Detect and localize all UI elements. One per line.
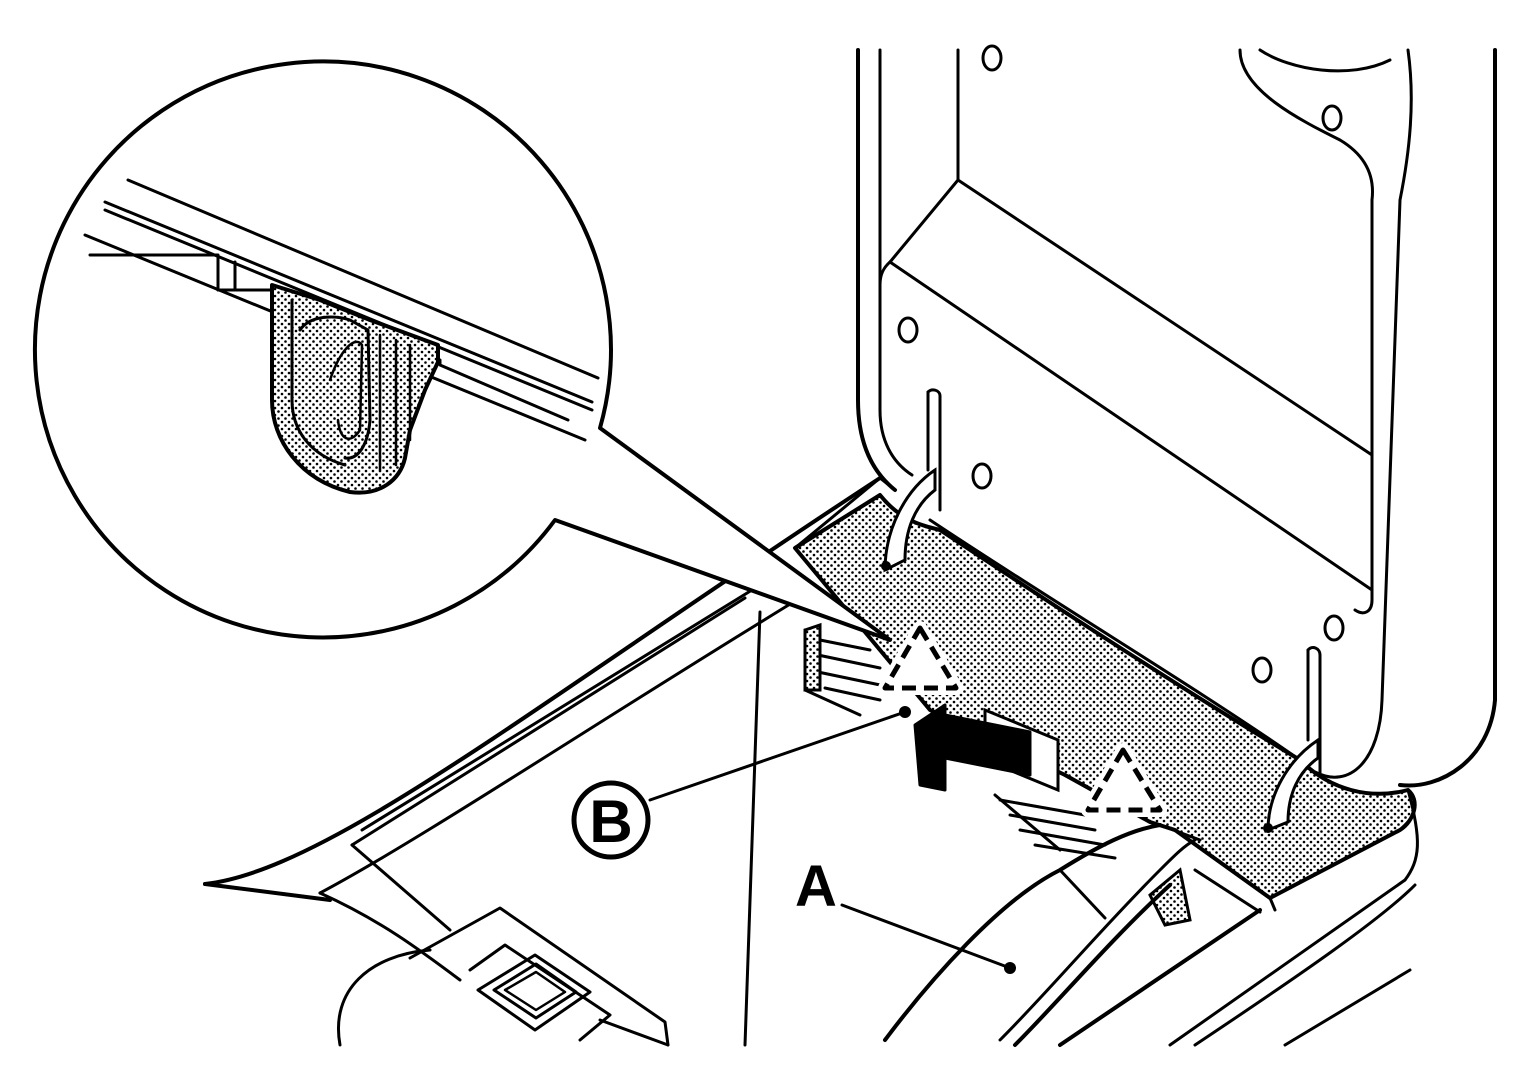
callout-a: A	[795, 854, 837, 919]
hinge-bracket-left	[881, 467, 937, 573]
callout-b-label: B	[589, 788, 632, 855]
clip-spring-left	[803, 622, 887, 717]
tray-button	[476, 953, 592, 1032]
clip-spring-right	[993, 793, 1192, 927]
callout-b: B	[571, 780, 651, 860]
callout-a-leader	[840, 903, 1016, 974]
clip-location-triangle-icon-right	[1081, 743, 1167, 817]
armrest-lid	[856, 44, 1497, 788]
hinge-bracket-right	[1263, 737, 1320, 833]
component-a-body	[883, 788, 1419, 1047]
direction-arrow-icon	[913, 703, 1060, 793]
magnified-clip	[270, 283, 440, 495]
clip-location-triangle-icon	[878, 621, 963, 695]
console-seam-line	[743, 610, 762, 1047]
callout-a-label: A	[795, 854, 837, 919]
magnifier-callout-circle	[32, 59, 892, 642]
callout-b-leader	[648, 706, 911, 802]
